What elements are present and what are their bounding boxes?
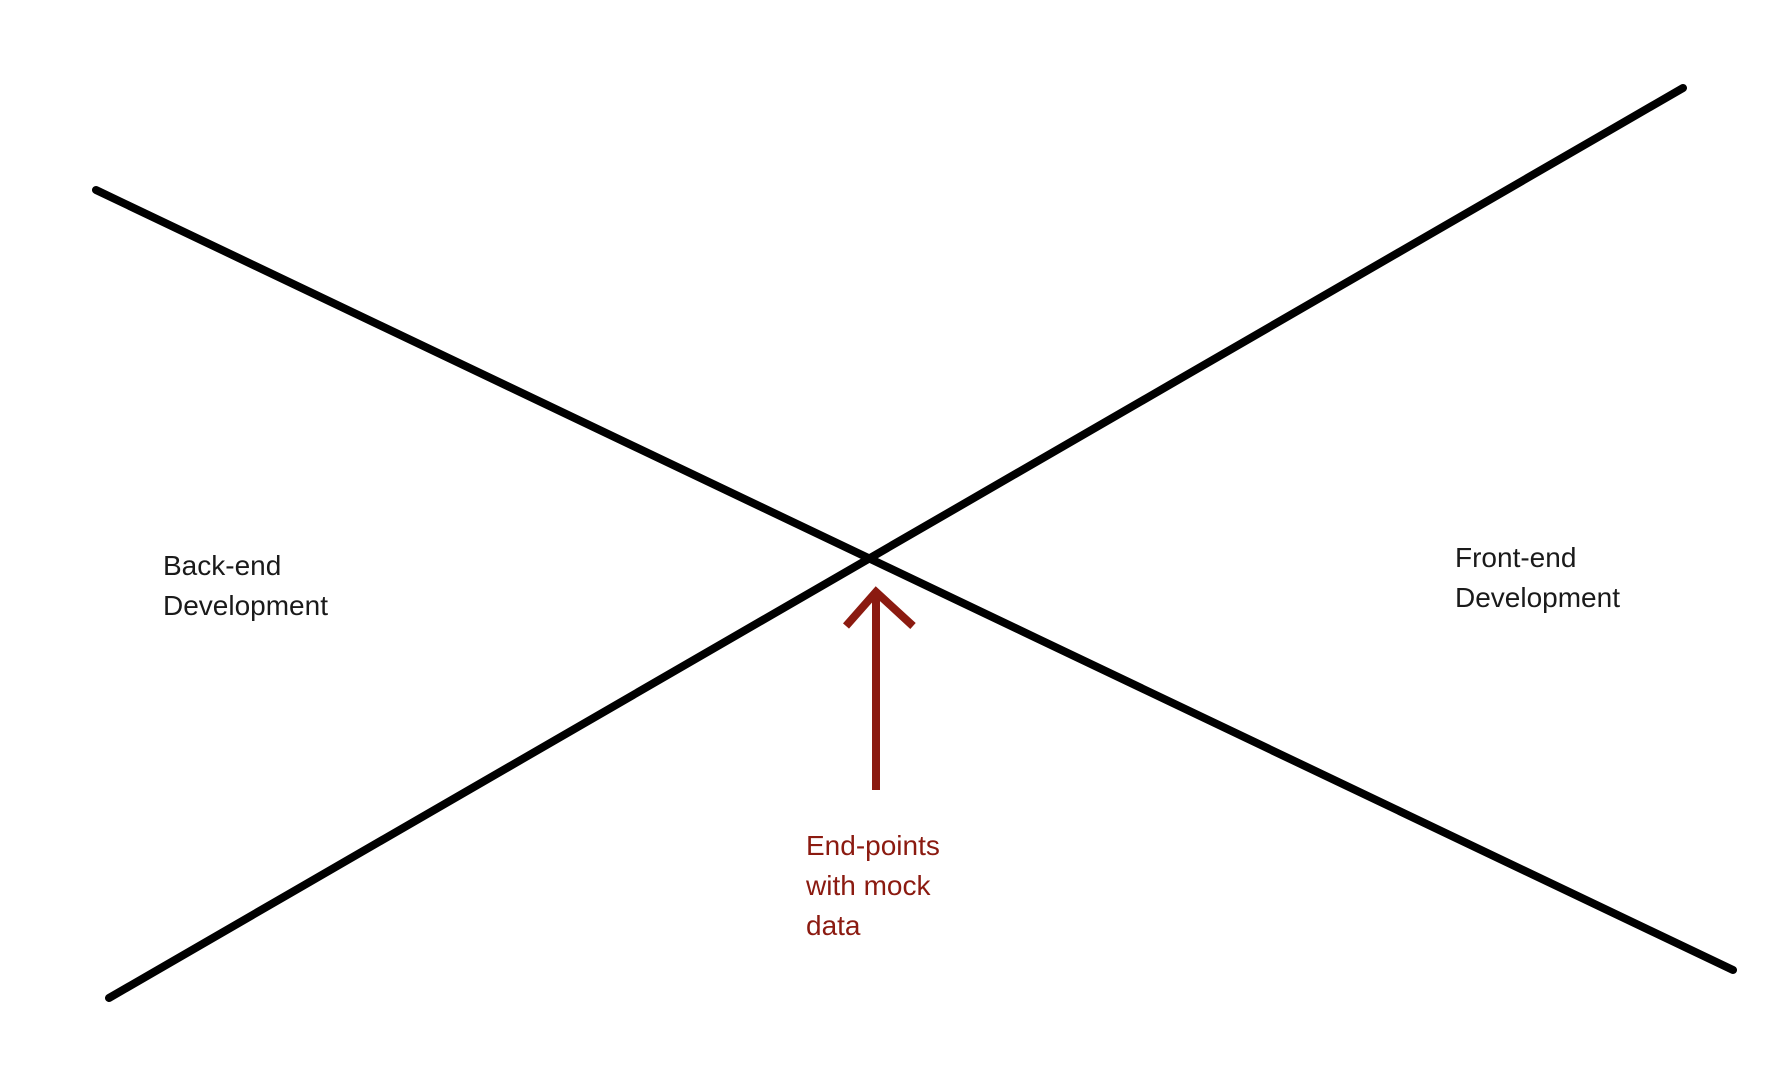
endpoints-label-line-3: data <box>806 910 861 941</box>
endpoints-label-line-1: End-points <box>806 830 940 861</box>
backend-label-line-2: Development <box>163 590 328 621</box>
endpoints-mock-data-label: End-points with mock data <box>806 826 940 946</box>
intersection-arrow <box>843 586 916 790</box>
backend-label-line-1: Back-end <box>163 550 282 581</box>
endpoints-label-line-2: with mock <box>806 870 931 901</box>
frontend-development-label: Front-end Development <box>1455 538 1620 618</box>
arrow-head <box>843 586 916 629</box>
frontend-label-line-2: Development <box>1455 582 1620 613</box>
backend-development-label: Back-end Development <box>163 546 328 626</box>
frontend-label-line-1: Front-end <box>1455 542 1577 573</box>
backend-diagonal-line <box>92 186 1737 974</box>
frontend-diagonal-line <box>105 84 1687 1002</box>
